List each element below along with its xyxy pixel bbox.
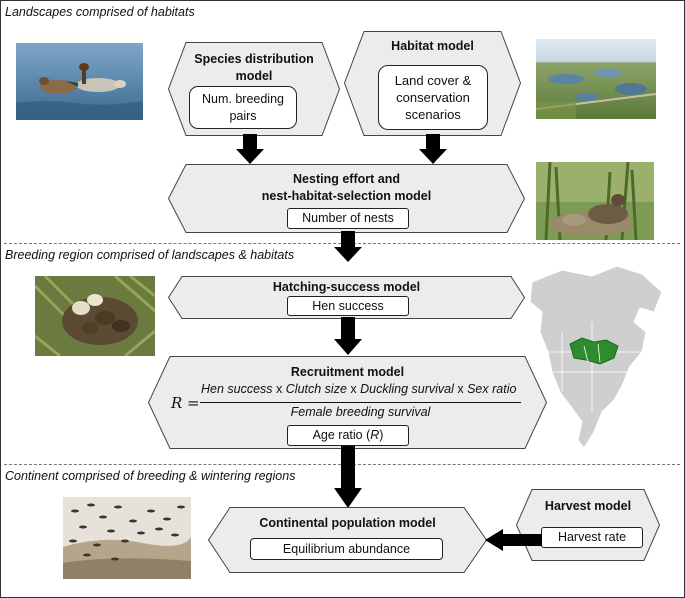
arrow-species-to-nesting (236, 134, 264, 164)
equation-term-clutch-size: Clutch size (285, 382, 347, 396)
equation-term-duckling-survival: Duckling survival (360, 382, 454, 396)
region-title-continent: Continent comprised of breeding & winter… (5, 469, 296, 483)
land-cover-scenarios-output: Land cover & conservation scenarios (378, 65, 488, 130)
harvest-rate-output: Harvest rate (541, 527, 643, 548)
equation-numerator: Hen success x Clutch size x Duckling sur… (201, 382, 516, 396)
equation-equals: = (187, 394, 200, 412)
arrow-harvest-to-continental (485, 529, 542, 551)
equation-times-1: x (272, 382, 286, 396)
arrow-recruitment-to-continental (334, 446, 362, 508)
harvest-model-title: Harvest model (544, 499, 632, 513)
equation-term-hen-success: Hen success (201, 382, 273, 396)
equation-times-3: x (453, 382, 468, 396)
nesting-hen-photo (536, 162, 654, 240)
north-america-map (522, 262, 672, 462)
age-ratio-prefix: Age ratio ( (312, 428, 371, 442)
habitat-model-title: Habitat model (391, 39, 474, 53)
arrow-hatching-to-recruitment (334, 317, 362, 355)
pintail-ducks-photo (16, 43, 143, 120)
hatching-success-model-title: Hatching-success model (272, 280, 421, 294)
equation-fraction-bar (200, 402, 521, 403)
hen-success-output: Hen success (287, 296, 409, 316)
nesting-effort-model-shape (167, 164, 526, 233)
flock-in-flight-photo (63, 497, 191, 579)
age-ratio-output: Age ratio (R) (287, 425, 409, 446)
nesting-effort-model-title-line1: Nesting effort and (293, 172, 400, 186)
age-ratio-variable: R (370, 428, 380, 442)
prairie-wetland-aerial-photo (536, 39, 656, 119)
arrow-nesting-to-hatching (334, 231, 362, 262)
age-ratio-suffix: ) (379, 428, 384, 442)
equation-times-2: x (346, 382, 361, 396)
arrow-habitat-to-nesting (419, 134, 447, 164)
equation-term-sex-ratio: Sex ratio (467, 382, 517, 396)
num-breeding-pairs-output: Num. breeding pairs (189, 86, 297, 129)
equation-denominator: Female breeding survival (290, 405, 431, 419)
continental-population-model-title: Continental population model (259, 516, 436, 530)
region-title-breeding: Breeding region comprised of landscapes … (5, 248, 295, 262)
equation-lhs: R (171, 394, 183, 412)
nesting-effort-model-title-line2: nest-habitat-selection model (261, 189, 432, 203)
species-distribution-model-title: Species distribution model (194, 52, 314, 83)
region-title-landscapes: Landscapes comprised of habitats (5, 5, 195, 19)
equilibrium-abundance-output: Equilibrium abundance (250, 538, 443, 560)
number-of-nests-output: Number of nests (287, 208, 409, 229)
recruitment-model-title: Recruitment model (290, 365, 405, 379)
duck-eggs-nest-photo (35, 276, 155, 356)
